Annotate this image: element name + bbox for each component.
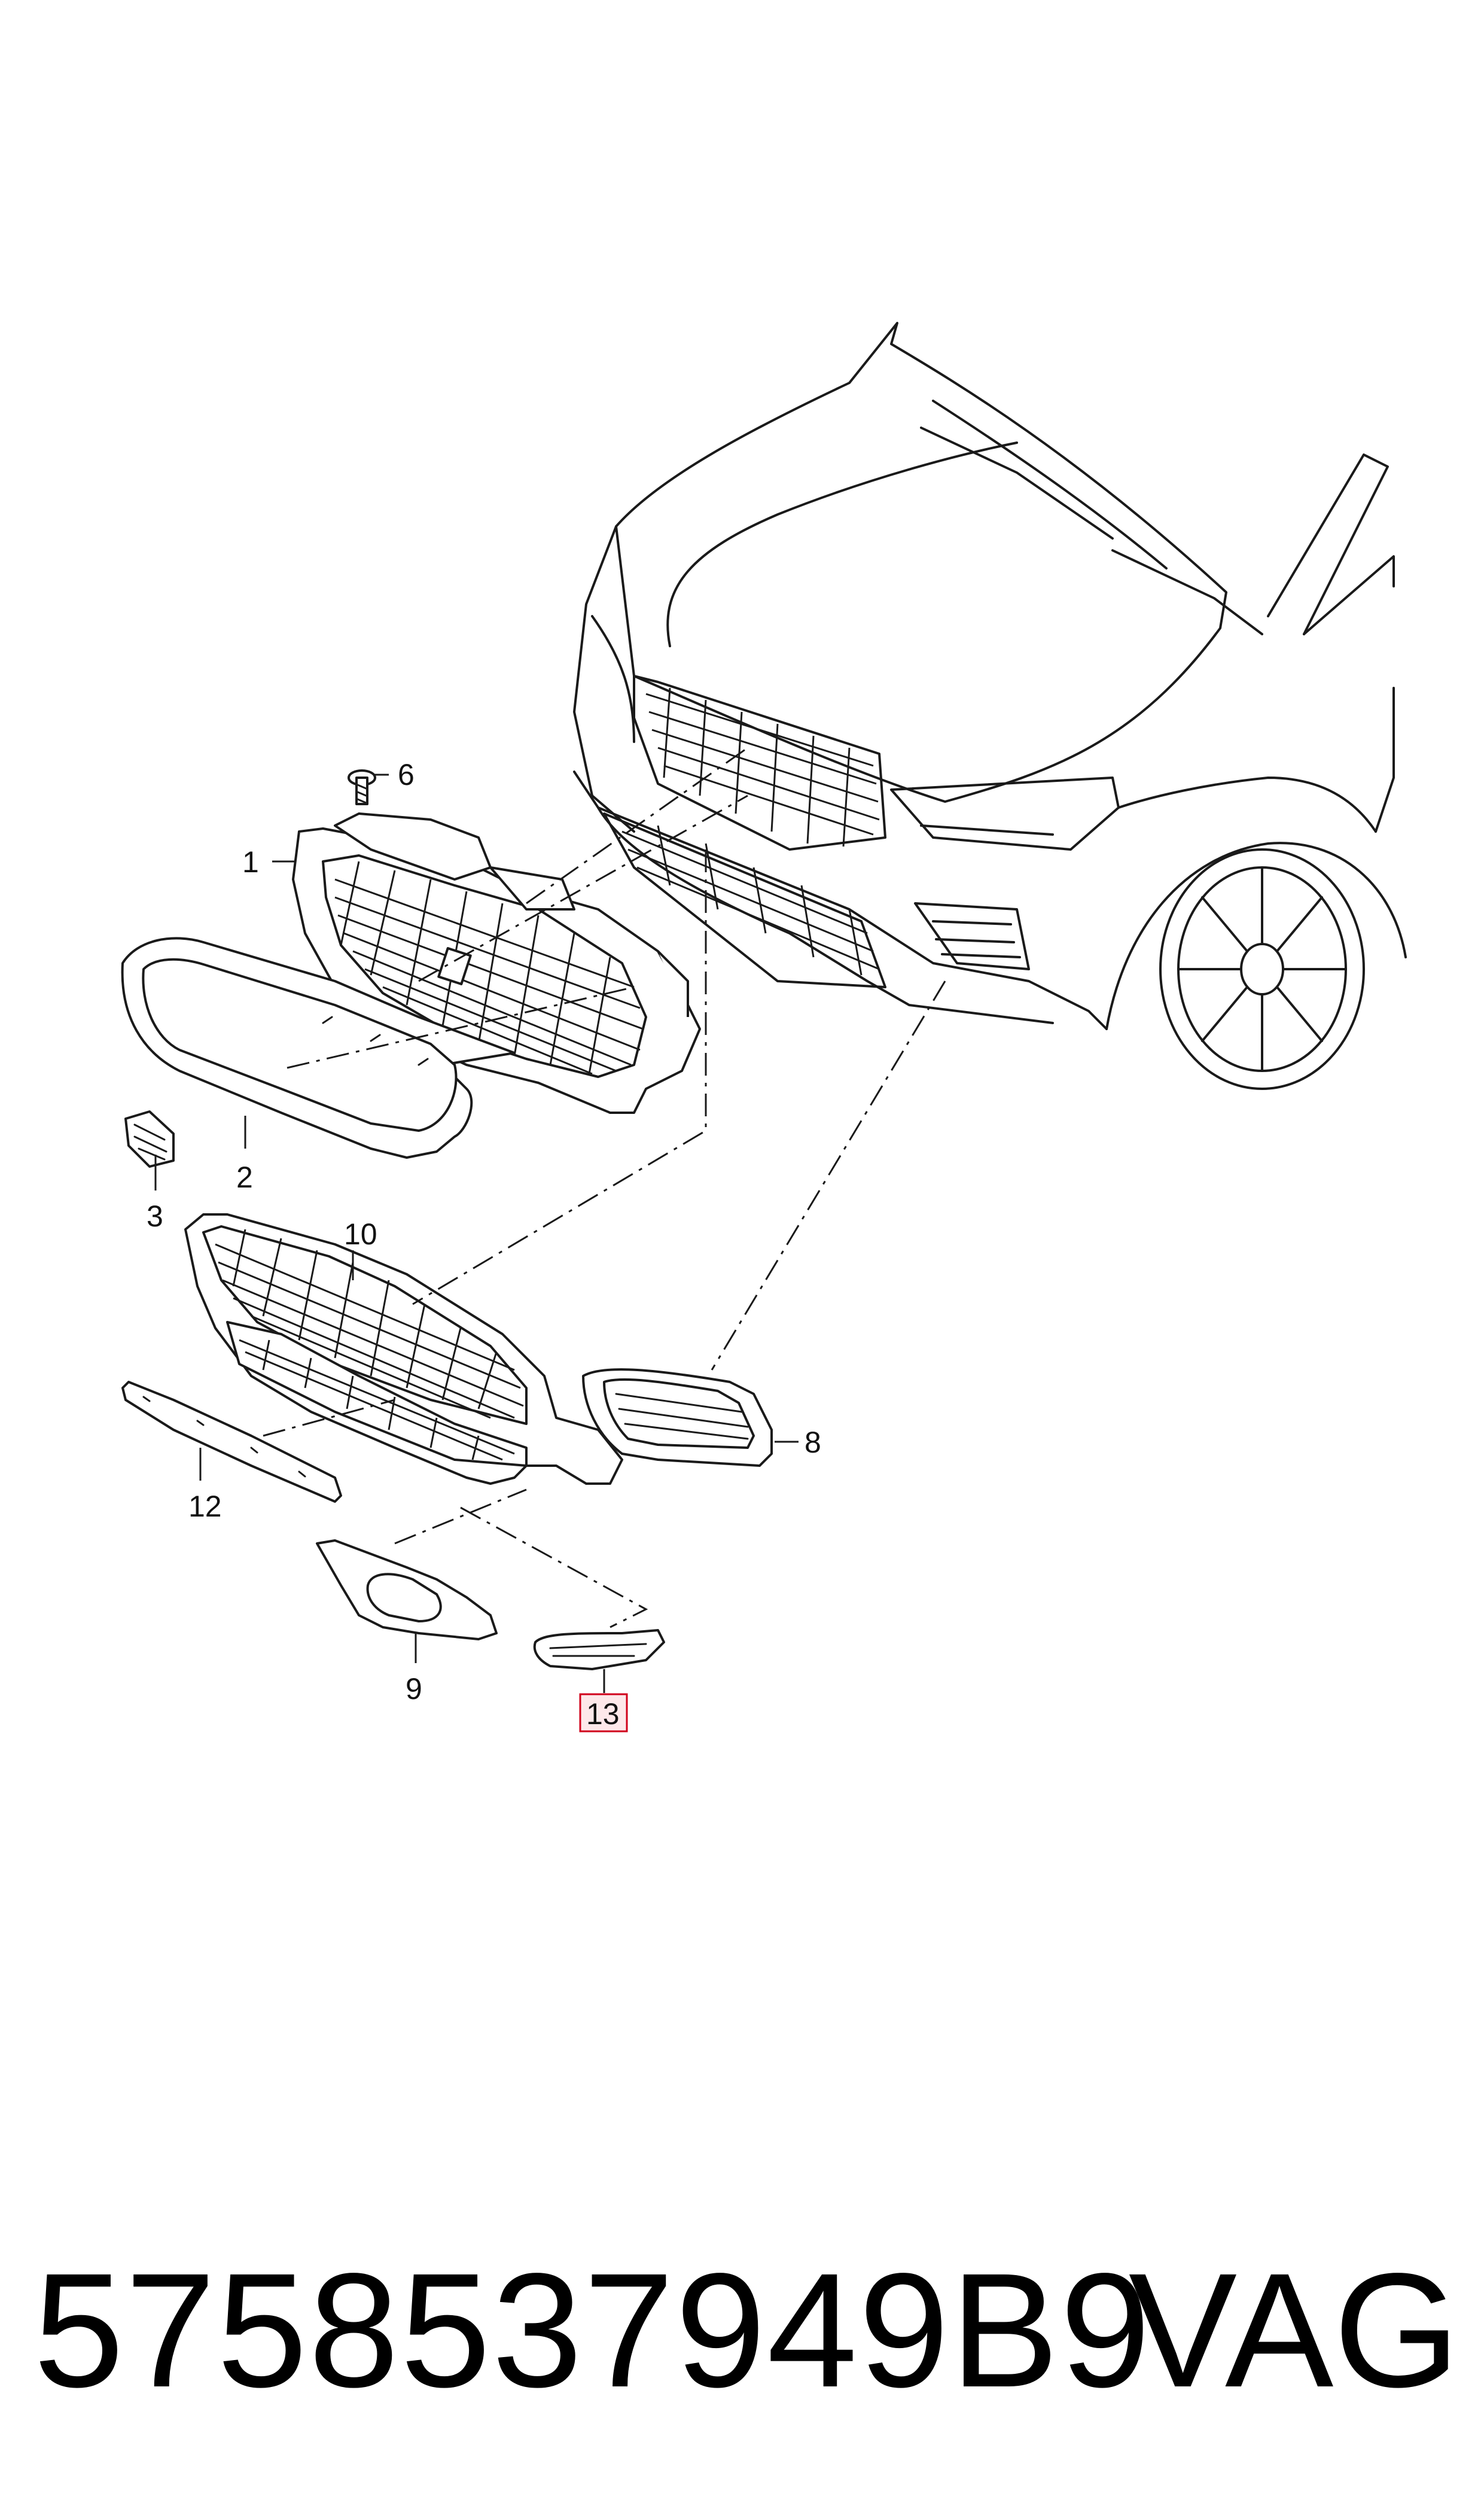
callout-1: 1 xyxy=(242,845,259,879)
part-13-trim-piece xyxy=(533,1629,665,1670)
callout-12: 12 xyxy=(188,1490,222,1523)
part-10-lower-grille xyxy=(184,1213,623,1485)
callout-lines xyxy=(154,774,799,1693)
callout-13-highlight xyxy=(579,1693,628,1733)
part-12-trim-strip xyxy=(121,1381,342,1503)
callout-9: 9 xyxy=(406,1672,422,1706)
callout-2: 2 xyxy=(236,1161,253,1194)
callout-10: 10 xyxy=(344,1217,377,1251)
part-9-side-trim xyxy=(316,1539,498,1640)
part-1-upper-grille xyxy=(292,812,701,1114)
part-number: 5758537949B9 xyxy=(33,2239,1152,2421)
callout-6: 6 xyxy=(398,758,415,791)
footer: 5758537949B9 VAG xyxy=(0,2231,1484,2429)
part-6-screw xyxy=(348,769,376,805)
callout-8: 8 xyxy=(805,1426,821,1459)
assembly-leader-lines xyxy=(263,747,946,1628)
part-2-grille-frame xyxy=(121,937,516,1159)
part-8-fog-grille xyxy=(582,1368,773,1467)
vehicle-front-illustration xyxy=(573,322,1407,1090)
callout-labels: 6 1 2 3 10 8 12 9 13 xyxy=(147,758,821,1733)
part-3-emblem-cap xyxy=(124,1110,175,1168)
callout-3: 3 xyxy=(147,1199,163,1233)
brand-label: VAG xyxy=(1128,2239,1460,2421)
callout-13: 13 xyxy=(586,1697,620,1731)
